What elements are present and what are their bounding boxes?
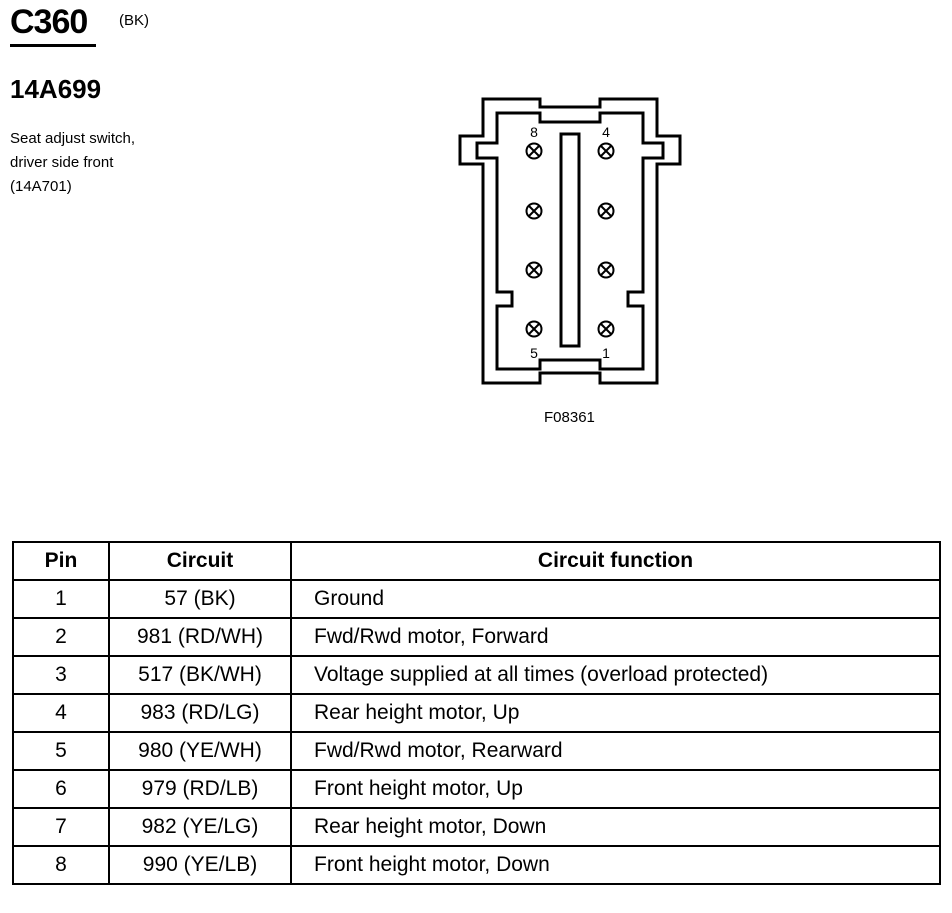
- table-header-row: Pin Circuit Circuit function: [12, 541, 941, 581]
- header-circuit: Circuit: [108, 541, 292, 581]
- description-line: (14A701): [10, 178, 72, 195]
- circuit-cell: 990 (YE/LB): [108, 845, 292, 885]
- figure-code: F08361: [544, 409, 595, 426]
- pin-table: Pin Circuit Circuit function 1 57 (BK) G…: [12, 541, 941, 885]
- circuit-cell: 981 (RD/WH): [108, 617, 292, 657]
- table-row: 2 981 (RD/WH) Fwd/Rwd motor, Forward: [12, 617, 941, 657]
- pin-cell: 4: [12, 693, 110, 733]
- function-cell: Rear height motor, Up: [290, 693, 941, 733]
- pin-terminals: [525, 142, 615, 338]
- table-row: 3 517 (BK/WH) Voltage supplied at all ti…: [12, 655, 941, 695]
- connector-id: C360: [10, 3, 88, 41]
- table-row: 5 980 (YE/WH) Fwd/Rwd motor, Rearward: [12, 731, 941, 771]
- pin-label-5: 5: [530, 345, 538, 361]
- pin-cell: 6: [12, 769, 110, 809]
- table-row: 8 990 (YE/LB) Front height motor, Down: [12, 845, 941, 885]
- pin-terminal-7: [525, 202, 543, 220]
- pin-terminal-5: [525, 320, 543, 338]
- table-row: 6 979 (RD/LB) Front height motor, Up: [12, 769, 941, 809]
- pin-cell: 2: [12, 617, 110, 657]
- table-row: 4 983 (RD/LG) Rear height motor, Up: [12, 693, 941, 733]
- circuit-cell: 517 (BK/WH): [108, 655, 292, 695]
- pin-cell: 1: [12, 579, 110, 619]
- pin-terminal-1: [597, 320, 615, 338]
- part-number: 14A699: [10, 74, 102, 104]
- pin-cell: 3: [12, 655, 110, 695]
- pin-cell: 5: [12, 731, 110, 771]
- function-cell: Ground: [290, 579, 941, 619]
- function-cell: Voltage supplied at all times (overload …: [290, 655, 941, 695]
- circuit-cell: 982 (YE/LG): [108, 807, 292, 847]
- component-description: Seat adjust switch, driver side front (1…: [10, 127, 135, 199]
- pin-terminal-3: [597, 202, 615, 220]
- connector-housing-outer: [458, 97, 682, 385]
- circuit-cell: 979 (RD/LB): [108, 769, 292, 809]
- pin-cell: 7: [12, 807, 110, 847]
- function-cell: Fwd/Rwd motor, Forward: [290, 617, 941, 657]
- pin-label-1: 1: [602, 345, 610, 361]
- connector-housing-inner: [475, 111, 665, 371]
- pin-terminal-6: [525, 261, 543, 279]
- circuit-cell: 980 (YE/WH): [108, 731, 292, 771]
- description-line: driver side front: [10, 154, 114, 171]
- header-circuit-function: Circuit function: [290, 541, 941, 581]
- pin-label-4: 4: [602, 124, 610, 140]
- function-cell: Front height motor, Down: [290, 845, 941, 885]
- function-cell: Rear height motor, Down: [290, 807, 941, 847]
- header-pin: Pin: [12, 541, 110, 581]
- table-row: 7 982 (YE/LG) Rear height motor, Down: [12, 807, 941, 847]
- circuit-cell: 983 (RD/LG): [108, 693, 292, 733]
- pin-label-8: 8: [530, 124, 538, 140]
- description-line: Seat adjust switch,: [10, 130, 136, 147]
- function-cell: Fwd/Rwd motor, Rearward: [290, 731, 941, 771]
- pin-terminal-2: [597, 261, 615, 279]
- connector-id-underline: [10, 44, 96, 47]
- table-row: 1 57 (BK) Ground: [12, 579, 941, 619]
- pin-terminal-8: [525, 142, 543, 160]
- circuit-cell: 57 (BK): [108, 579, 292, 619]
- function-cell: Front height motor, Up: [290, 769, 941, 809]
- pin-cell: 8: [12, 845, 110, 885]
- pin-terminal-4: [597, 142, 615, 160]
- connector-color: (BK): [119, 12, 149, 29]
- connector-face-diagram: 8 4 5 1: [458, 97, 682, 385]
- center-rib: [559, 132, 581, 348]
